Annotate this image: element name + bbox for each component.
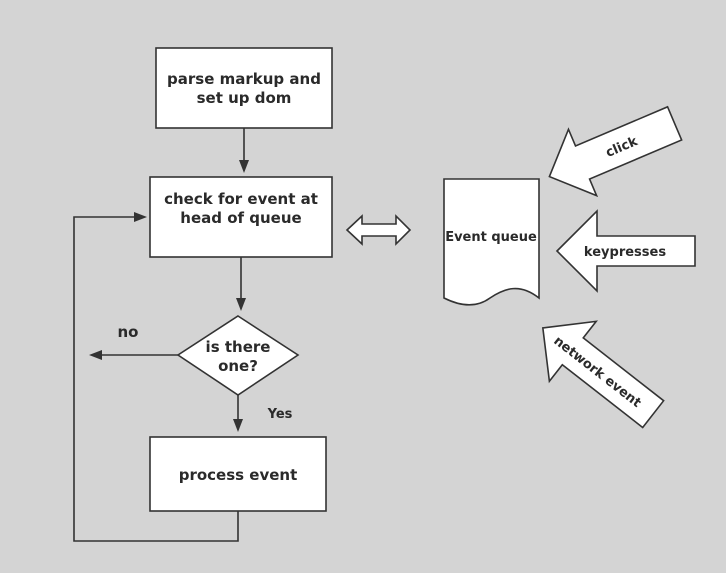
decision-line2: one?	[218, 357, 258, 375]
yes-label: Yes	[267, 407, 293, 422]
parse-markup-node: parse markup and set up dom	[155, 47, 333, 129]
arrow-check-to-decision	[236, 257, 246, 311]
arrow-no	[89, 350, 178, 360]
keypresses-arrow: keypresses	[555, 209, 696, 293]
decision-node: is there one?	[176, 315, 300, 396]
no-label: no	[118, 323, 139, 341]
network-event-arrow: network event	[541, 320, 665, 429]
parse-markup-line1: parse markup and	[167, 70, 321, 88]
event-queue-node: Event queue	[443, 178, 540, 306]
check-event-node: check for event at head of queue	[149, 176, 333, 258]
event-queue-label: Event queue	[445, 230, 537, 245]
check-event-line1: check for event at	[164, 190, 318, 208]
loop-back-arrow	[73, 212, 239, 542]
process-event-node: process event	[149, 436, 327, 512]
arrow-yes	[233, 395, 243, 432]
network-event-label: network event	[551, 334, 644, 411]
arrow-parse-to-check	[239, 128, 249, 173]
keypresses-label: keypresses	[584, 245, 666, 260]
parse-markup-line2: set up dom	[197, 89, 292, 107]
check-event-line2: head of queue	[180, 209, 301, 227]
decision-line1: is there	[206, 338, 271, 356]
process-event-label: process event	[179, 466, 298, 484]
double-arrow	[345, 214, 412, 246]
click-arrow: click	[548, 105, 683, 198]
